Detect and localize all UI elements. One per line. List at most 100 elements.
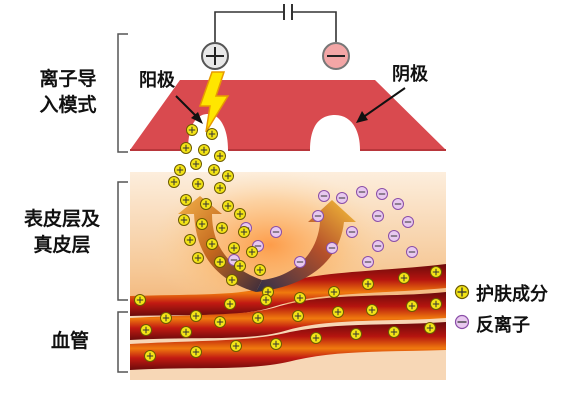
label-anode: 阳极 [139, 70, 175, 91]
ion-layer [134, 124, 442, 362]
positive-ion-icon [190, 158, 202, 170]
label-mode-line2: 入模式 [39, 94, 97, 116]
positive-ion-icon [180, 326, 192, 338]
negative-ion-icon [362, 256, 374, 268]
positive-ion-icon [190, 346, 202, 358]
positive-ion-icon [230, 340, 242, 352]
negative-ion-icon [392, 198, 404, 210]
positive-ion-icon [398, 272, 410, 284]
bracket-skin [117, 181, 128, 301]
negative-ion-icon [372, 240, 384, 252]
capacitor-icon [283, 4, 293, 20]
positive-ion-icon [350, 328, 362, 340]
positive-ion-icon [196, 218, 208, 230]
label-cathode: 阴极 [392, 64, 428, 85]
negative-ion-icon [336, 192, 348, 204]
positive-ion-icon [140, 324, 152, 336]
positive-ion-icon [214, 150, 226, 162]
positive-ion-icon [332, 306, 344, 318]
vessel-lower [130, 322, 446, 370]
cathode-terminal [322, 42, 350, 70]
positive-ion-icon [174, 164, 186, 176]
negative-ion-icon [402, 216, 414, 228]
positive-ion-icon [214, 316, 226, 328]
positive-ion-icon [186, 124, 198, 136]
positive-ion-icon [388, 326, 400, 338]
bracket-mode [117, 33, 128, 153]
negative-ion-icon [318, 190, 330, 202]
vessel-middle [130, 292, 446, 340]
positive-ion-icon [366, 304, 378, 316]
positive-ion-icon [224, 298, 236, 310]
positive-ion-icon [200, 198, 212, 210]
positive-ion-icon [252, 312, 264, 324]
label-mode-line1: 离子导 [39, 68, 97, 90]
positive-ion-icon [260, 294, 272, 306]
legend-negative-icon [454, 314, 470, 330]
negative-ion-icon [346, 226, 358, 238]
legend-positive-icon [454, 284, 470, 300]
negative-ion-icon [388, 230, 400, 242]
circuit-wire-left [214, 11, 284, 42]
positive-ion-icon [214, 256, 226, 268]
positive-ion-icon [208, 164, 220, 176]
negative-ion-icon [356, 186, 368, 198]
positive-ion-icon [270, 338, 282, 350]
positive-ion-icon [362, 278, 374, 290]
positive-ion-icon [206, 128, 218, 140]
negative-ion-icon [270, 226, 282, 238]
bracket-vessel [117, 311, 128, 373]
positive-ion-icon [328, 286, 340, 298]
plus-sign-icon [206, 47, 224, 65]
circuit [214, 4, 337, 42]
vessel-upper [130, 264, 446, 316]
negative-ion-icon [294, 256, 306, 268]
positive-ion-icon [424, 322, 436, 334]
circuit-wire-right [292, 11, 337, 42]
positive-ion-icon [228, 242, 240, 254]
positive-ion-icon [430, 266, 442, 278]
positive-ion-icon [246, 246, 258, 258]
positive-ion-icon [184, 234, 196, 246]
negative-ion-icon [372, 210, 384, 222]
label-ion-import-mode: 离子导 入模式 [26, 66, 110, 118]
positive-ion-icon [168, 176, 180, 188]
positive-ion-icon [190, 310, 202, 322]
positive-ion-icon [180, 194, 192, 206]
label-blood-vessel: 血管 [50, 330, 89, 352]
positive-ion-icon [214, 182, 226, 194]
negative-ion-icon [312, 210, 324, 222]
negative-ion-icon [376, 188, 388, 200]
label-skin-line1: 表皮层及 [23, 208, 100, 230]
anode-pointer [175, 95, 203, 124]
positive-ion-icon [144, 350, 156, 362]
negative-ion-icon [326, 242, 338, 254]
anode-terminal [201, 42, 229, 70]
positive-ion-icon [430, 298, 442, 310]
flow-arrow-up [256, 200, 356, 292]
positive-ion-icon [134, 294, 146, 306]
positive-ion-icon [192, 178, 204, 190]
positive-ion-icon [198, 144, 210, 156]
positive-ion-icon [292, 310, 304, 322]
positive-ion-icon [178, 214, 190, 226]
positive-ion-icon [406, 300, 418, 312]
positive-ion-icon [294, 292, 306, 304]
positive-ion-icon [310, 332, 322, 344]
cathode-pointer [356, 87, 406, 123]
positive-ion-icon [254, 264, 266, 276]
legend-ingredient-label: 护肤成分 [476, 284, 548, 305]
positive-ion-icon [234, 260, 246, 272]
positive-ion-icon [222, 200, 234, 212]
positive-ion-icon [160, 312, 172, 324]
electrode-plate [130, 80, 446, 150]
label-skin-layers: 表皮层及 真皮层 [12, 206, 112, 258]
positive-ion-icon [180, 142, 192, 154]
negative-ion-icon [406, 246, 418, 258]
lightning-icon [198, 71, 230, 133]
label-skin-line2: 真皮层 [33, 234, 91, 256]
legend-counter-ion-label: 反离子 [476, 315, 530, 336]
blood-vessels [130, 264, 446, 370]
